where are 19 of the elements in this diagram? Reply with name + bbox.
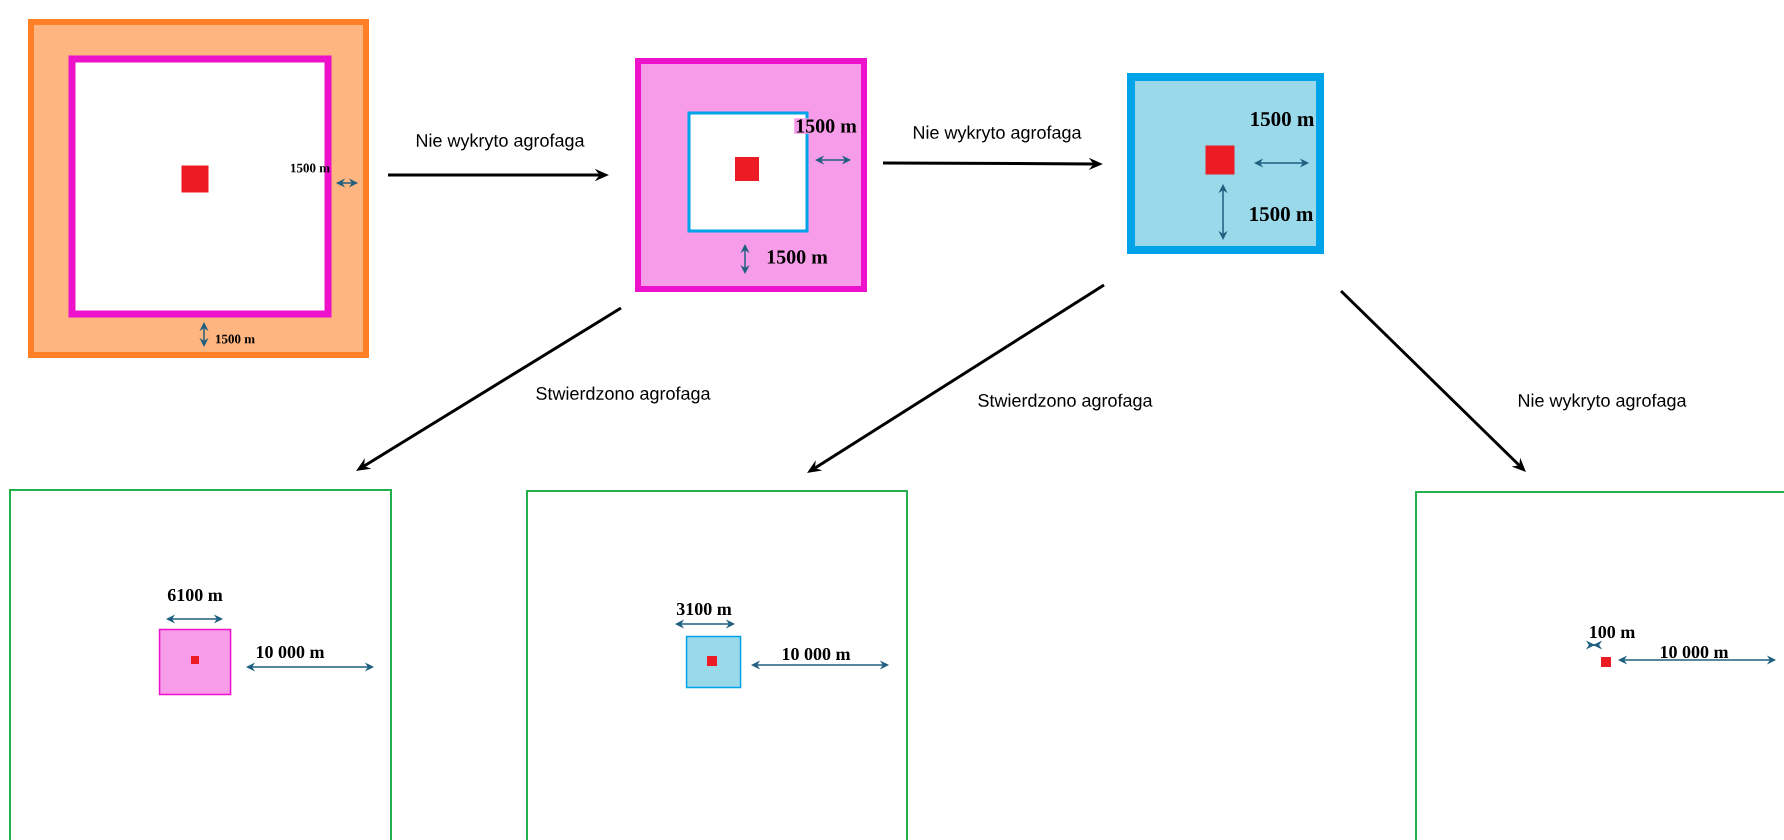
dimension-label: 1500 m: [1251, 111, 1315, 127]
dimension-label: 10 000 m: [1660, 645, 1729, 659]
edge-label: Nie wykryto agrofaga: [910, 123, 1084, 145]
dimension-label: 1500 m: [291, 163, 330, 173]
edge-label: Stwierdzono agrofaga: [533, 384, 713, 406]
dimension-label: 100 m: [1590, 625, 1635, 639]
dimension-label: 1500 m: [794, 118, 858, 134]
dimension-label: 1500 m: [1250, 206, 1314, 222]
square-area: [1127, 73, 1324, 254]
square-area: [685, 635, 742, 689]
dimension-label: 10 000 m: [782, 647, 851, 661]
square-area: [158, 628, 232, 696]
arrow: [1339, 289, 1526, 472]
edge-label: Nie wykryto agrofaga: [413, 131, 587, 153]
dimension-label: 10 000 m: [256, 645, 325, 659]
edge-label: Stwierdzono agrofaga: [975, 391, 1155, 413]
edge-label: Nie wykryto agrofaga: [1515, 391, 1689, 413]
square-area: [1415, 491, 1784, 840]
square-area: [68, 55, 332, 318]
